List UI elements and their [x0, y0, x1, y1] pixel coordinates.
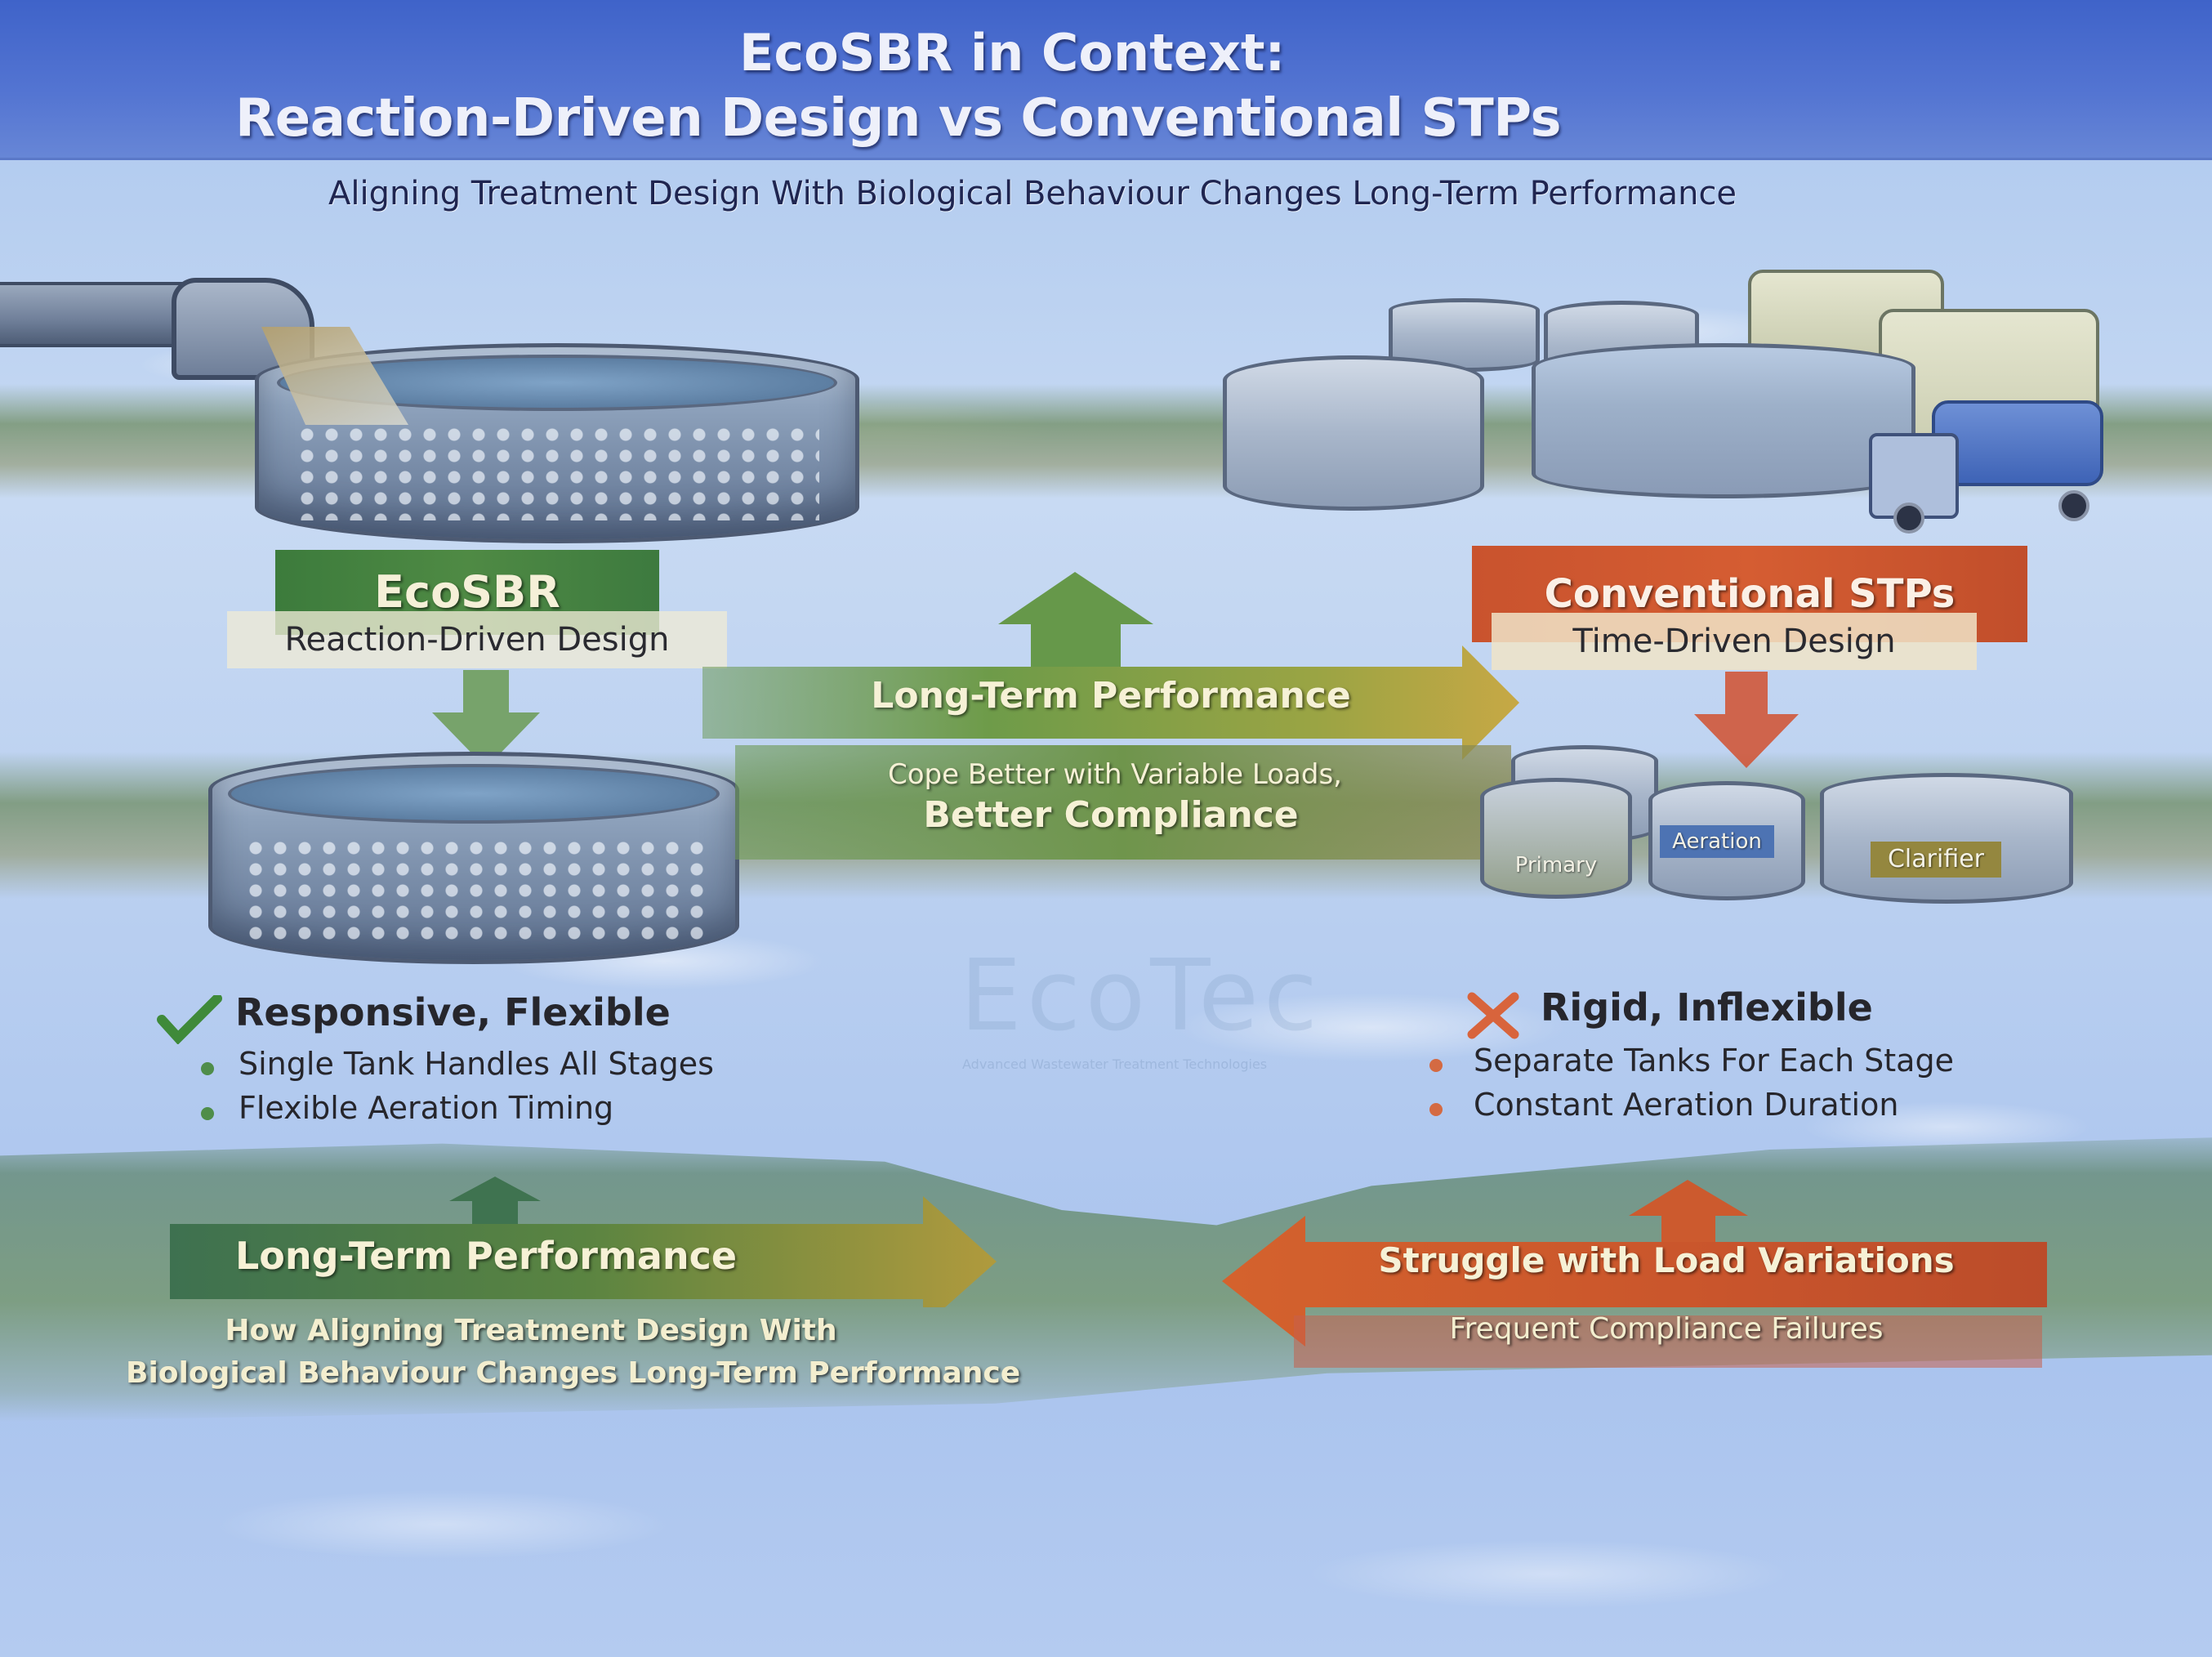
ecosbr-benefit-item: Single Tank Handles All Stages [239, 1046, 714, 1082]
page-subtitle: Aligning Treatment Design With Biologica… [328, 175, 1737, 212]
conventional-sublabel: Time-Driven Design [1492, 613, 1977, 670]
center-note-line1: Cope Better with Variable Loads, [888, 758, 1342, 791]
conventional-drawback-item: Separate Tanks For Each Stage [1474, 1043, 1954, 1079]
page-title-line2: Reaction-Driven Design vs Conventional S… [235, 88, 1562, 149]
ecosbr-sublabel: Reaction-Driven Design [227, 611, 727, 668]
bottom-right-note: Frequent Compliance Failures [1449, 1312, 1884, 1346]
ecosbr-benefits-heading: Responsive, Flexible [235, 990, 671, 1034]
bullet-orange-icon [1429, 1059, 1443, 1072]
bottom-right-arrow-label: Struggle with Load Variations [1378, 1240, 1955, 1280]
clarifier-tank [1820, 773, 2073, 904]
center-performance-arrow-icon [702, 572, 1519, 860]
arrow-down-orange-icon [1694, 672, 1799, 768]
plant-tank-large-left [1223, 355, 1484, 511]
arrow-down-green-icon [432, 670, 540, 768]
truck-wheel-front [1893, 502, 1924, 534]
ecosbr-tank-illustration-top [255, 343, 859, 543]
bubbles-illustration [294, 424, 820, 520]
bullet-green-icon [201, 1062, 214, 1075]
primary-tank-label: Primary [1514, 853, 1598, 878]
page-title-line1: EcoSBR in Context: [739, 23, 1286, 83]
bullet-orange-icon [1429, 1103, 1443, 1116]
aeration-tank-label: Aeration [1660, 825, 1774, 858]
ecosbr-tank-illustration-middle [208, 752, 739, 964]
bottom-right-struggle-arrow-icon [1222, 1180, 2047, 1368]
watermark-tagline: Advanced Wastewater Treatment Technologi… [962, 1056, 1268, 1072]
bottom-left-performance-arrow-icon [170, 1177, 997, 1307]
tanker-truck-tank [1932, 400, 2103, 486]
header-band: EcoSBR in Context: Reaction-Driven Desig… [0, 0, 2212, 160]
ecosbr-benefit-item: Flexible Aeration Timing [239, 1090, 614, 1126]
plant-tank-aeration [1532, 343, 1915, 498]
bottom-left-note-line2: Biological Behaviour Changes Long-Term P… [126, 1356, 1021, 1390]
conventional-drawback-item: Constant Aeration Duration [1474, 1087, 1899, 1123]
center-arrow-label: Long-Term Performance [871, 675, 1351, 717]
clarifier-tank-label: Clarifier [1871, 842, 2001, 878]
bullet-green-icon [201, 1107, 214, 1120]
bottom-left-note-line1: How Aligning Treatment Design With [225, 1314, 837, 1347]
conventional-drawbacks-heading: Rigid, Inflexible [1541, 985, 1873, 1029]
bubbles-illustration [243, 837, 704, 940]
center-note-line2: Better Compliance [923, 794, 1299, 836]
truck-wheel-rear [2058, 490, 2089, 521]
primary-tank [1480, 778, 1632, 899]
check-icon [157, 995, 222, 1044]
cross-icon [1467, 992, 1519, 1039]
bottom-left-arrow-label: Long-Term Performance [235, 1234, 738, 1278]
watermark-brand: EcoTec [960, 940, 1322, 1053]
